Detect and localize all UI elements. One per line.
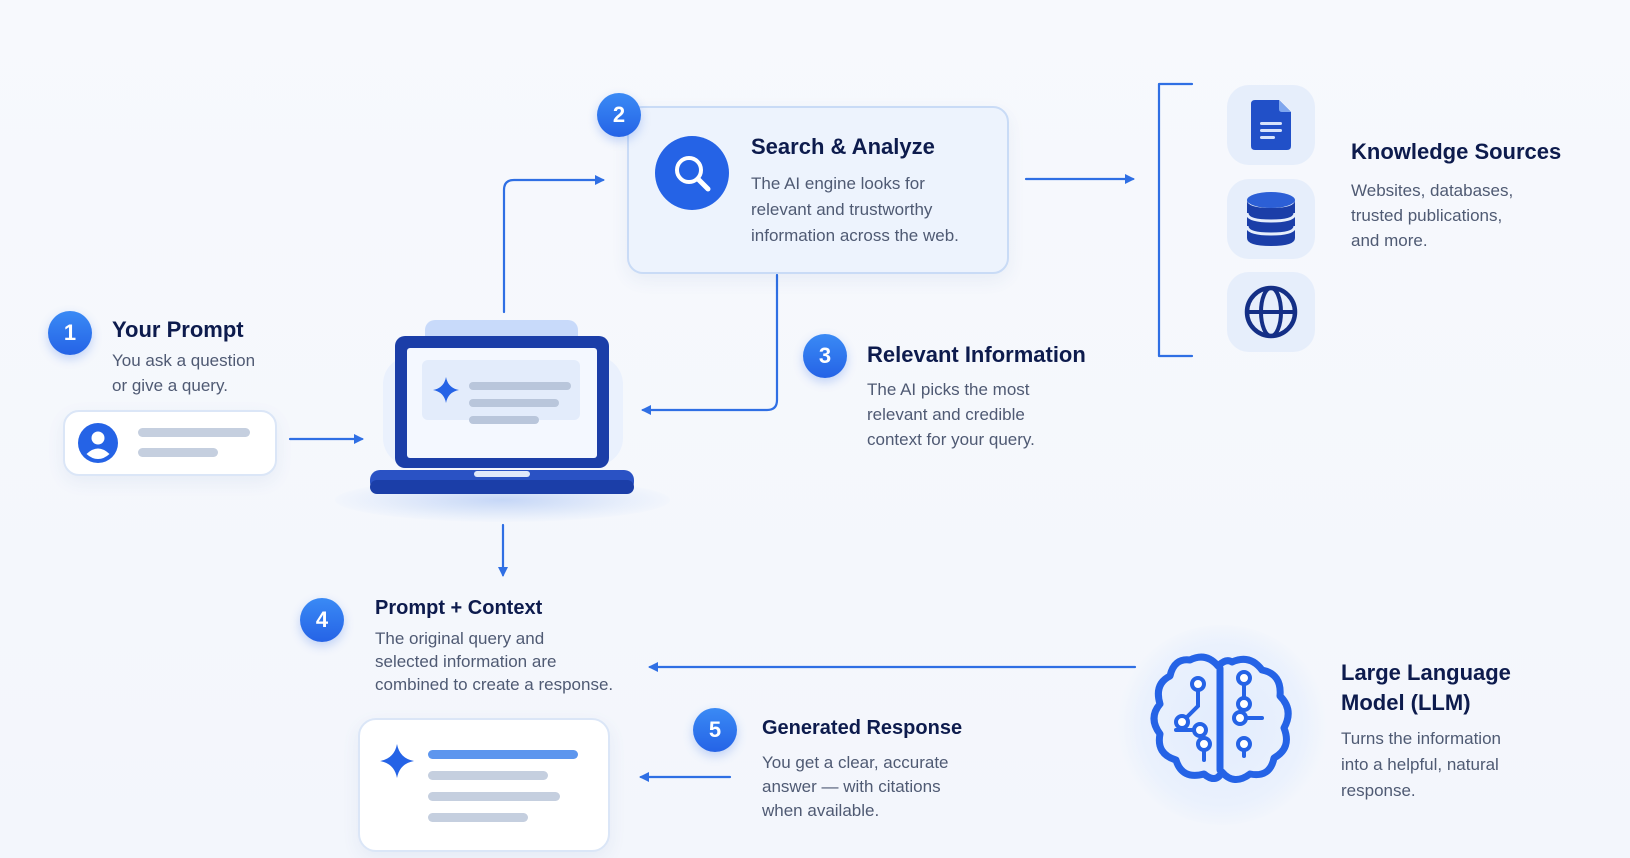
sparkle-icon [433,377,459,403]
user-avatar-icon [78,423,118,463]
step-4-badge: 4 [300,598,344,642]
database-icon [1246,192,1296,246]
step-1-description: You ask a question or give a query. [112,351,256,395]
step-5-badge: 5 [693,708,737,752]
laptop-screen-line [469,399,559,407]
laptop-screen-line [469,382,571,390]
document-icon [1251,100,1291,150]
step-1-badge: 1 [48,311,92,355]
step-3-badge: 3 [803,334,847,378]
step-2-description: The AI engine looks for relevant and tru… [751,174,959,245]
sources-database-tile [1227,179,1315,259]
llm-title: Large Language Model (LLM) [1341,658,1511,718]
llm-title-line: Model (LLM) [1341,690,1471,715]
sources-globe-tile [1227,272,1315,352]
step-2-badge: 2 [597,93,641,137]
step-4-title: Prompt + Context [375,597,543,619]
step-5-title: Generated Response [762,717,963,739]
step-4-description: The original query and selected informat… [375,629,614,694]
step-1-title: Your Prompt [112,317,244,342]
step-3-description: The AI picks the most relevant and credi… [867,380,1035,449]
prompt-placeholder-line [138,448,218,457]
prompt-input-card[interactable] [63,410,277,476]
response-card[interactable] [358,718,610,852]
step-2-title: Search & Analyze [751,134,935,159]
arrow-search-to-laptop [641,273,779,415]
knowledge-sources-description: Websites, databases, trusted publication… [1351,181,1514,250]
sources-bracket [1157,82,1194,358]
response-line [428,792,560,801]
globe-icon [1244,285,1298,339]
llm-description: Turns the information into a helpful, na… [1341,729,1501,800]
laptop-screen-line [469,416,539,424]
knowledge-sources-title: Knowledge Sources [1351,139,1562,164]
response-line [428,813,528,822]
response-line [428,771,548,780]
arrow-laptop-to-search [502,175,605,314]
step-3-title: Relevant Information [867,342,1086,367]
brain-circuit-icon [1150,653,1292,783]
search-icon [655,136,729,210]
llm-title-line: Large Language [1341,660,1511,685]
prompt-placeholder-line [138,428,250,437]
step-5-description: You get a clear, accurate answer — with … [762,753,949,820]
sources-document-tile [1227,85,1315,165]
sparkle-icon [380,744,414,778]
response-line [428,750,578,759]
